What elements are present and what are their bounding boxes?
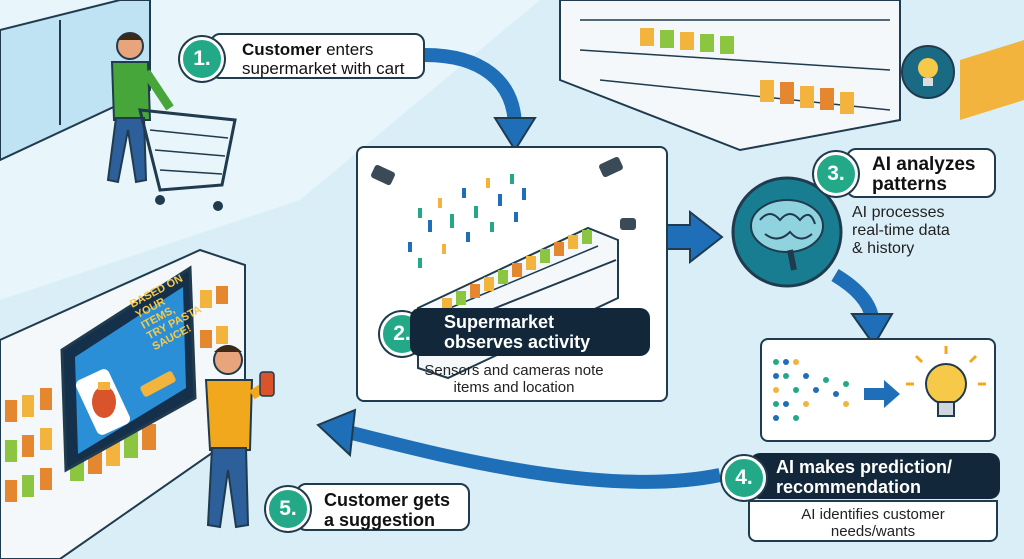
step-3-badge: 3. [814,152,858,196]
lightbulb-icon [906,346,986,417]
brain-icon [731,176,843,288]
step-3-title: AI analyzes patterns [846,148,996,198]
step-3-desc-line1: AI processes [852,204,945,221]
step-1-title-bold: Customer [242,40,322,59]
step-3-desc-line3: & history [852,240,915,257]
step-3-desc-line2: real-time data [852,222,950,239]
step-1-title-line2: supermarket with cart [242,59,405,78]
step-5-badge: 5. [266,487,310,531]
step-4-title-line1: AI makes prediction/ [776,457,953,477]
step-2-desc-line1: Sensors and cameras note [424,362,604,379]
step-5-title: Customer gets a suggestion [296,483,470,531]
step-2-description: Sensors and cameras note items and locat… [380,362,648,396]
step-4-title-line2: recommendation [776,477,922,497]
step-4-desc-line1: AI identifies customer [801,506,945,523]
step-4-description: AI identifies customer needs/wants [748,500,998,542]
step-4-title: AI makes prediction/ recommendation [750,453,1000,499]
camera-icon [371,156,636,230]
data-stream [408,174,526,268]
step-2-title-line1: Supermarket [444,312,555,332]
step-2-desc-line2: items and location [453,379,575,396]
step-1-label: Customer enters supermarket with cart [210,33,425,79]
flow-arrows [316,48,894,489]
customer-with-cart [106,32,237,211]
wall-bulb-sign [901,45,955,99]
step-2-title-line2: observes activity [444,332,591,352]
step-3-description: AI processes real-time data & history [852,204,1002,258]
step-2-title: Supermarket observes activity [410,308,650,356]
step-4-desc-text: AI identifies customer needs/wants [750,506,996,540]
step-4-desc-line2: needs/wants [830,523,916,540]
entrance-door [0,0,151,162]
step-3-title-line1: AI analyzes [872,154,976,175]
step-5-title-line1: Customer gets [324,490,451,510]
arrow-icon [864,380,900,408]
step-5-title-line2: a suggestion [324,510,436,530]
back-shelves [559,0,1024,152]
step-4-badge: 4. [722,456,766,500]
customer-holding-jar [204,345,275,529]
prediction-panel [760,338,996,442]
step-3-title-line2: patterns [872,174,947,195]
step-1-title-line1: Customer enters [242,40,413,59]
data-dots [773,359,849,421]
step-1-badge: 1. [180,37,224,81]
step-1-title-rest: enters [321,40,374,59]
data-to-idea [773,346,986,421]
